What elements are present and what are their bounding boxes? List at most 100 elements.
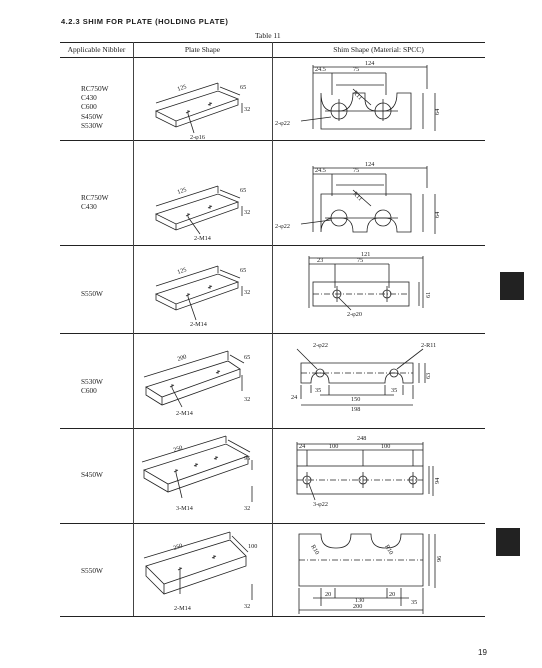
model: RC750W bbox=[81, 84, 109, 93]
header-applicable-nibbler: Applicable Nibbler bbox=[67, 45, 126, 54]
shim-drawing-row-4: 2-φ22 2-R11 63 24 35 35 150 198 bbox=[291, 342, 436, 413]
shim-radius: 2-R11 bbox=[421, 342, 436, 349]
plate-holes: 2-M14 bbox=[176, 410, 193, 417]
shim-hole: 2-φ22 bbox=[275, 223, 290, 230]
column-divider bbox=[133, 42, 134, 616]
plate-drawing-row-1: 125 65 32 2-φ16 bbox=[154, 82, 250, 141]
shim-left-slot: 35 bbox=[315, 387, 321, 394]
plate-drawing-row-3: 125 65 32 2-M14 bbox=[154, 265, 250, 328]
plate-length: 125 bbox=[176, 83, 187, 93]
shim-hole: 2-φ20 bbox=[347, 311, 362, 318]
section-tab-mark bbox=[496, 528, 520, 556]
shim-height: 94 bbox=[434, 478, 441, 484]
header-shim-shape: Shim Shape (Material: SPCC) bbox=[333, 45, 424, 54]
model: S530W bbox=[81, 377, 103, 386]
model: S550W bbox=[81, 289, 103, 298]
plate-holes: 2-M14 bbox=[194, 235, 211, 242]
plate-width: 95 bbox=[244, 455, 250, 462]
plate-thickness: 32 bbox=[244, 209, 250, 216]
shim-center: 130 bbox=[355, 597, 364, 604]
plate-drawing-row-4: 200 65 32 2-M14 bbox=[143, 350, 250, 417]
shim-table: Applicable Nibbler Plate Shape Shim Shap… bbox=[60, 42, 485, 617]
shim-height: 61 bbox=[425, 292, 432, 298]
plate-thickness: 32 bbox=[244, 603, 250, 610]
plate-length: 200 bbox=[176, 353, 187, 363]
plate-width: 65 bbox=[240, 84, 246, 91]
shim-hole: 2-φ22 bbox=[275, 120, 290, 127]
shim-radius: R11 bbox=[352, 190, 364, 202]
shim-drawing-row-2: 124 24.5 75 R11 2-φ22 64 bbox=[275, 161, 441, 234]
table-caption: Table 11 bbox=[255, 31, 281, 40]
plate-holes: 2-φ16 bbox=[190, 134, 205, 141]
shim-hole: 3-φ22 bbox=[313, 501, 328, 508]
shim-inner: 75 bbox=[353, 66, 359, 73]
plate-thickness: 32 bbox=[244, 505, 250, 512]
shim-drawing-row-6: R10 R10 96 20 130 20 35 200 bbox=[298, 533, 443, 614]
plate-holes: 3-M14 bbox=[176, 505, 193, 512]
shim-radius-left: R10 bbox=[309, 544, 320, 556]
header-plate-shape: Plate Shape bbox=[184, 45, 221, 54]
shim-offset: 24.5 bbox=[315, 66, 326, 73]
shim-height: 64 bbox=[434, 109, 441, 115]
shim-right-gap: 20 bbox=[389, 591, 395, 598]
section-title: 4.2.3 SHIM FOR PLATE (HOLDING PLATE) bbox=[61, 17, 229, 26]
plate-length: 250 bbox=[172, 444, 183, 454]
plate-drawing-row-5: 250 95 32 3-M14 bbox=[141, 435, 253, 512]
shim-height: 64 bbox=[434, 212, 441, 218]
plate-length: 125 bbox=[176, 186, 187, 196]
plate-holes: 2-M14 bbox=[190, 321, 207, 328]
plate-width: 65 bbox=[240, 187, 246, 194]
model: C430 bbox=[81, 93, 97, 103]
shim-offset: 24.5 bbox=[315, 167, 326, 174]
shim-overall: 248 bbox=[357, 435, 366, 442]
shim-drawing-row-1: 124 24.5 75 R11 2-φ22 64 bbox=[275, 60, 441, 131]
shim-overall: 121 bbox=[361, 251, 370, 258]
shim-inner: 75 bbox=[353, 167, 359, 174]
plate-thickness: 32 bbox=[244, 396, 250, 403]
shim-center: 150 bbox=[351, 396, 360, 403]
shim-overall: 124 bbox=[365, 161, 374, 168]
row-2-models: RC750W C430 bbox=[81, 193, 109, 211]
shim-right-slot: 35 bbox=[391, 387, 397, 394]
plate-length: 125 bbox=[176, 266, 187, 276]
plate-width: 65 bbox=[244, 354, 250, 361]
model: S450W bbox=[81, 111, 103, 121]
row-1-models: RC750W C430 C600 S450W S530W bbox=[81, 84, 109, 130]
model: C430 bbox=[81, 202, 97, 212]
model: S450W bbox=[81, 470, 103, 479]
shim-left-gap: 20 bbox=[325, 591, 331, 598]
plate-drawing-row-6: 250 100 32 2-M14 bbox=[143, 531, 257, 612]
page-number: 19 bbox=[478, 648, 487, 657]
section-tab-mark bbox=[500, 272, 524, 300]
row-6-models: S550W bbox=[81, 566, 103, 575]
shim-overall: 198 bbox=[351, 406, 360, 413]
plate-drawing-row-2: 125 65 32 2-M14 bbox=[154, 185, 250, 242]
model: C600 bbox=[81, 102, 97, 112]
shim-drawing-row-3: 121 23 75 2-φ20 61 bbox=[308, 251, 432, 318]
plate-width: 100 bbox=[248, 543, 257, 550]
shim-height: 63 bbox=[425, 373, 432, 379]
row-5-models: S450W bbox=[81, 470, 103, 479]
plate-thickness: 32 bbox=[244, 106, 250, 113]
model: RC750W bbox=[81, 193, 109, 202]
shim-offset: 23 bbox=[317, 257, 323, 264]
plate-thickness: 32 bbox=[244, 289, 250, 296]
shim-drawing-row-5: 248 24 100 100 94 3-φ22 bbox=[296, 435, 441, 508]
column-divider bbox=[272, 42, 273, 616]
shim-inner: 75 bbox=[357, 257, 363, 264]
model: S530W bbox=[81, 120, 103, 130]
model: S550W bbox=[81, 566, 103, 575]
shim-segment-1: 100 bbox=[329, 443, 338, 450]
row-3-models: S550W bbox=[81, 289, 103, 298]
row-4-models: S530W C600 bbox=[81, 377, 103, 395]
shim-hole: 2-φ22 bbox=[313, 342, 328, 349]
shim-overall: 124 bbox=[365, 60, 374, 67]
shim-height: 96 bbox=[436, 556, 443, 562]
shim-overall: 200 bbox=[353, 603, 362, 610]
shim-offset: 24 bbox=[299, 443, 305, 450]
shim-left-gap: 24 bbox=[291, 394, 297, 401]
plate-holes: 2-M14 bbox=[174, 605, 191, 612]
model: C600 bbox=[81, 386, 97, 396]
table-bottom-rule bbox=[60, 616, 485, 617]
plate-length: 250 bbox=[172, 542, 183, 552]
